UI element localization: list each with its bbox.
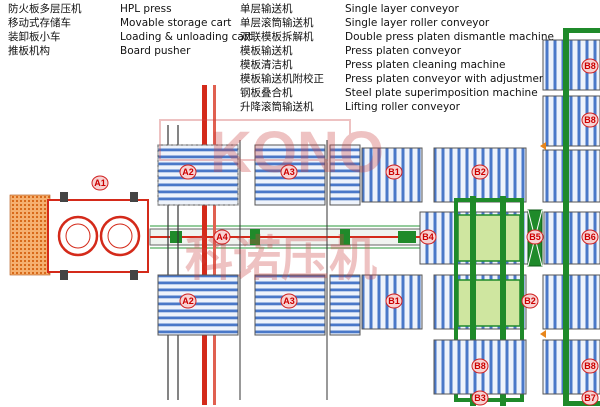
tag-a4-label: A4 xyxy=(216,232,228,242)
storage-cart-a2-top xyxy=(157,144,239,206)
tag-b1-bottom: B1 xyxy=(385,293,403,309)
legend-b2-en: Single layer roller conveyor xyxy=(345,17,490,29)
tag-a3-top: A3 xyxy=(280,164,298,180)
tag-b3-label: B3 xyxy=(474,393,486,403)
legend-b3-cn: 双联模板拆解机 xyxy=(240,30,314,43)
tag-b2-bottom-label: B2 xyxy=(524,296,536,306)
tag-b1-bottom-label: B1 xyxy=(388,296,400,306)
tag-b2-bottom: B2 xyxy=(521,293,539,309)
tag-b8-mid-label: B8 xyxy=(584,115,596,125)
legend-a4-cn: 推板机构 xyxy=(8,44,50,57)
tag-b4: B4 xyxy=(419,229,437,245)
legend: 防火板多层压机 HPL press 移动式存储车 Movable storage… xyxy=(8,2,554,113)
tag-b1-top: B1 xyxy=(385,164,403,180)
side-conveyor-top xyxy=(329,144,361,206)
tag-a2-top: A2 xyxy=(179,164,197,180)
tag-a3-top-label: A3 xyxy=(283,167,295,177)
legend-right: 单层输送机 Single layer conveyor 单层滚筒输送机 Sing… xyxy=(240,2,554,113)
legend-b4-en: Press platen conveyor xyxy=(345,45,462,57)
tag-b8-bottom: B8 xyxy=(471,358,489,374)
side-conveyor-bottom xyxy=(329,274,361,336)
legend-b8-cn: 升降滚筒输送机 xyxy=(240,100,314,113)
legend-b7-cn: 钢板叠合机 xyxy=(240,86,293,99)
watermark: KONO 科诺压机 xyxy=(159,119,384,287)
storage-cart-a2-bottom xyxy=(157,274,239,336)
tag-b5-label: B5 xyxy=(529,232,541,242)
tag-a2-top-label: A2 xyxy=(182,167,194,177)
legend-a3-cn: 装卸板小车 xyxy=(8,30,61,43)
tag-b2-top-label: B2 xyxy=(474,167,486,177)
tag-a4: A4 xyxy=(213,229,231,245)
tag-b3: B3 xyxy=(471,390,489,406)
tag-b7-label: B7 xyxy=(584,393,596,403)
tag-b8-top-label: B8 xyxy=(584,61,596,71)
tag-a3-bottom: A3 xyxy=(280,293,298,309)
tag-b8-bottom-label: B8 xyxy=(474,361,486,371)
tag-b6: B6 xyxy=(581,229,599,245)
legend-a1-cn: 防火板多层压机 xyxy=(8,2,82,15)
legend-b2-cn: 单层滚筒输送机 xyxy=(240,16,314,29)
tag-b7: B7 xyxy=(581,390,599,406)
legend-a2-cn: 移动式存储车 xyxy=(8,16,71,29)
tag-a1: A1 xyxy=(91,175,109,191)
tag-b5: B5 xyxy=(526,229,544,245)
tag-b8-right: B8 xyxy=(581,358,599,374)
equipment-tags: A1 A2 A2 A3 A3 A4 B1 B1 xyxy=(91,58,599,406)
tag-a1-label: A1 xyxy=(94,178,106,188)
legend-b5-en: Press platen cleaning machine xyxy=(345,59,506,71)
legend-b6-en: Press platen conveyor with adjustment xyxy=(345,73,550,85)
legend-b1-cn: 单层输送机 xyxy=(240,2,293,15)
legend-b4-cn: 模板输送机 xyxy=(240,44,293,57)
tag-b6-label: B6 xyxy=(584,232,596,242)
legend-b1-en: Single layer conveyor xyxy=(345,3,459,15)
tag-b2-top: B2 xyxy=(471,164,489,180)
legend-b7-en: Steel plate superimposition machine xyxy=(345,87,538,99)
tag-b8-top: B8 xyxy=(581,58,599,74)
hpl-press-a1 xyxy=(9,192,149,280)
legend-a2-en: Movable storage cart xyxy=(120,17,231,29)
tag-a2-bottom-label: A2 xyxy=(182,296,194,306)
tag-b8-mid: B8 xyxy=(581,112,599,128)
legend-a3-en: Loading & unloading cart xyxy=(120,31,252,43)
flow-arrows xyxy=(540,142,546,338)
tag-b4-label: B4 xyxy=(422,232,434,242)
tag-a3-bottom-label: A3 xyxy=(283,296,295,306)
legend-left: 防火板多层压机 HPL press 移动式存储车 Movable storage… xyxy=(8,2,252,57)
legend-b6-cn: 模板输送机附校正 xyxy=(240,72,324,85)
superimposition-machine-b7 xyxy=(563,28,600,406)
legend-b3-en: Double press platen dismantle machine xyxy=(345,31,554,43)
legend-a4-en: Board pusher xyxy=(120,45,191,57)
watermark-latin: KONO xyxy=(210,120,384,185)
tag-a2-bottom: A2 xyxy=(179,293,197,309)
watermark-cn: 科诺压机 xyxy=(185,231,377,287)
tag-b8-right-label: B8 xyxy=(584,361,596,371)
legend-b8-en: Lifting roller conveyor xyxy=(345,101,461,113)
legend-a1-en: HPL press xyxy=(120,3,172,15)
tag-b1-top-label: B1 xyxy=(388,167,400,177)
legend-b5-cn: 模板清洁机 xyxy=(240,58,293,71)
